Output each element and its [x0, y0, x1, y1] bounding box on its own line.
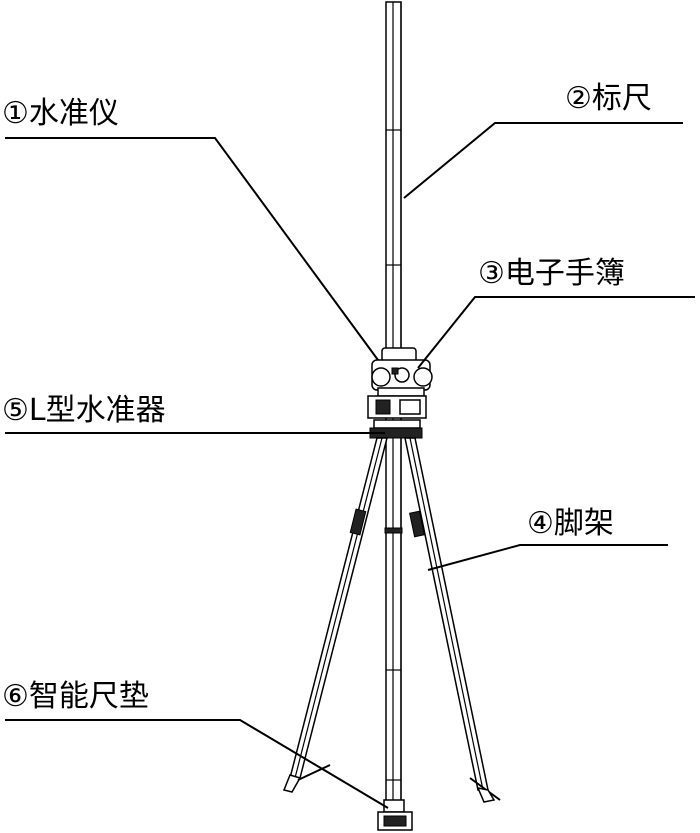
label-l-type-level: ⑤L型水准器	[2, 393, 166, 428]
label-tripod: ④脚架	[527, 506, 614, 541]
label-smart-staff-pad: ⑥智能尺垫	[2, 679, 149, 714]
smart-staff-pad	[377, 799, 413, 831]
tripod	[282, 437, 501, 803]
l-type-level	[367, 395, 427, 439]
label-electronic-handbook: ③电子手簿	[478, 256, 625, 291]
label-level: ①水准仪	[2, 96, 119, 131]
label-staff: ②标尺	[565, 81, 652, 116]
level-instrument	[371, 347, 433, 397]
leader-lines	[5, 122, 695, 809]
